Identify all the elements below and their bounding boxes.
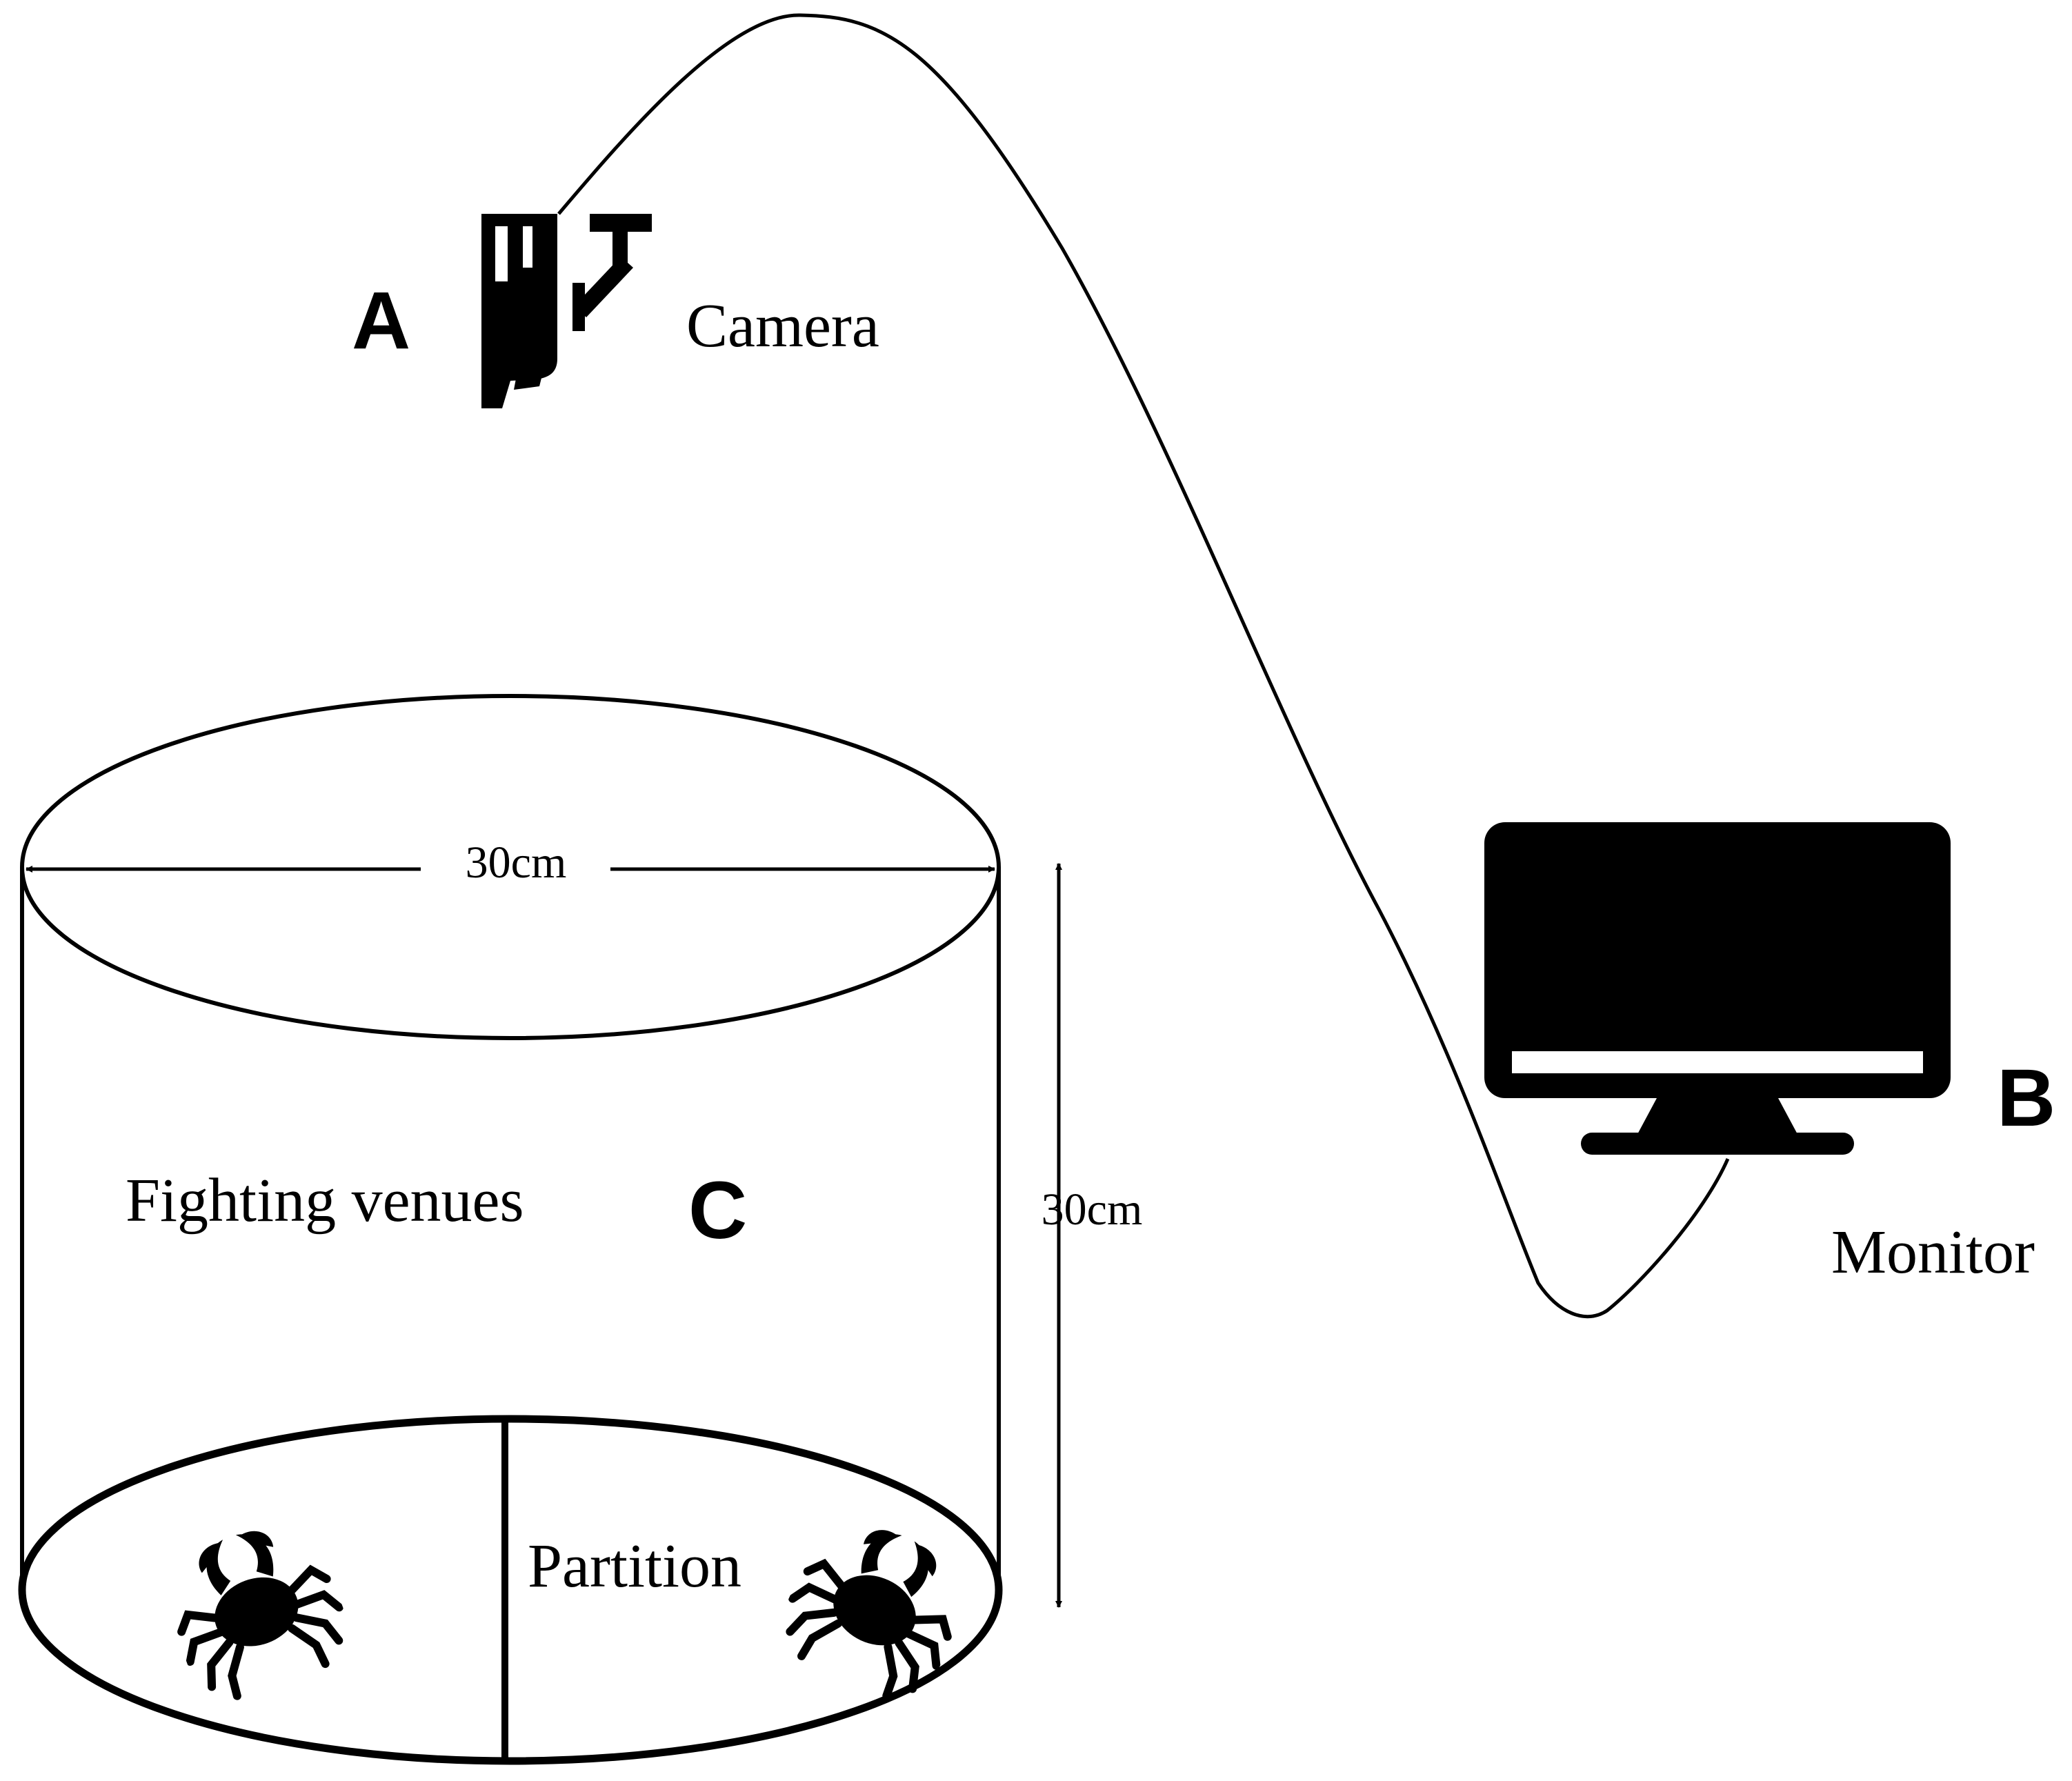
venue-letter: C <box>688 1165 747 1256</box>
venue-label: Fighting venues <box>126 1166 524 1235</box>
security-camera-icon <box>481 214 652 408</box>
monitor-icon <box>1484 822 1951 1155</box>
monitor-letter: B <box>1997 1053 2055 1144</box>
crab-icon-right <box>772 1505 979 1710</box>
partition-label: Partition <box>528 1532 741 1600</box>
fighting-venue-cylinder <box>20 694 1001 1590</box>
cylinder-base <box>18 1415 1003 1765</box>
crab-icon-left <box>155 1510 355 1707</box>
camera-cable <box>557 13 1730 1319</box>
monitor-label: Monitor <box>1831 1218 2035 1286</box>
camera-label: Camera <box>686 292 879 360</box>
camera-letter: A <box>352 275 410 366</box>
height-label: 30cm <box>1042 1184 1143 1235</box>
diameter-label: 30cm <box>466 837 567 888</box>
